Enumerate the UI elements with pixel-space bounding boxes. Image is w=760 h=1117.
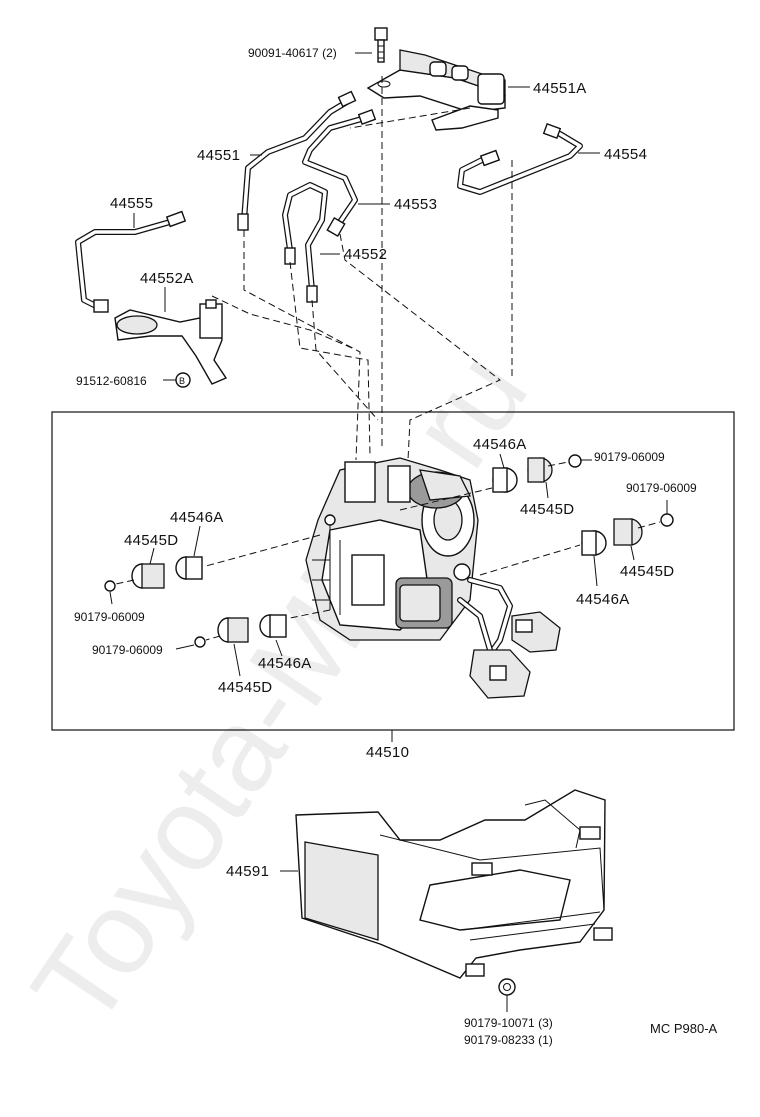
assembly-frame-44510: [51, 411, 735, 731]
label-90179-06009-2: 90179-06009: [626, 481, 697, 495]
pipe-44553: [302, 109, 377, 238]
damper-group-right-top: [399, 454, 582, 511]
label-44545D-2: 44545D: [124, 532, 178, 549]
label-44554: 44554: [604, 146, 647, 163]
label-90179-08233: 90179-08233 (1): [464, 1033, 553, 1047]
label-44546A-1: 44546A: [473, 436, 527, 453]
label-44555: 44555: [110, 195, 153, 212]
label-90179-06009-3: 90179-06009: [74, 610, 145, 624]
label-44553: 44553: [394, 196, 437, 213]
label-44546A-2: 44546A: [170, 509, 224, 526]
bracket-44551A: [366, 49, 506, 131]
label-90179-06009-1: 90179-06009: [594, 450, 665, 464]
pipe-44554: [457, 123, 583, 195]
diagram-code: MC P980-A: [650, 1021, 718, 1036]
label-91512-60816: 91512-60816: [76, 374, 147, 388]
damper-group-left-bottom: [194, 609, 331, 648]
bracket-44552A: [114, 299, 228, 385]
label-90091-40617: 90091-40617 (2): [248, 46, 337, 60]
svg-text:B: B: [179, 376, 185, 386]
label-90179-10071: 90179-10071 (3): [464, 1016, 553, 1030]
pipe-44551: [237, 90, 357, 231]
bracket-44591: [295, 789, 613, 979]
label-44510: 44510: [366, 744, 409, 761]
nut-91512-60816: B: [175, 372, 191, 388]
label-44546A-3: 44546A: [576, 591, 630, 608]
label-44545D-1: 44545D: [520, 501, 574, 518]
damper-group-left-top: [104, 534, 321, 592]
label-44591: 44591: [226, 863, 269, 880]
assembly-lines: [211, 76, 513, 461]
label-44545D-3: 44545D: [620, 563, 674, 580]
label-44551A: 44551A: [533, 80, 587, 97]
pipe-44555: [75, 210, 187, 313]
label-44552: 44552: [344, 246, 387, 263]
labels: 90091-40617 (2) 44551A 44551 44554 44555…: [74, 46, 718, 1047]
nut-bottom: [498, 978, 516, 1012]
bolt-top: [374, 27, 388, 63]
label-44545D-4: 44545D: [218, 679, 272, 696]
label-44546A-4: 44546A: [258, 655, 312, 672]
pipe-44552: [282, 182, 328, 303]
label-44551: 44551: [197, 147, 240, 164]
damper-group-right-mid: [479, 513, 674, 576]
label-90179-06009-4: 90179-06009: [92, 643, 163, 657]
actuator-44510: [305, 457, 561, 699]
leader-lines: [109, 52, 668, 872]
label-44552A: 44552A: [140, 270, 194, 287]
